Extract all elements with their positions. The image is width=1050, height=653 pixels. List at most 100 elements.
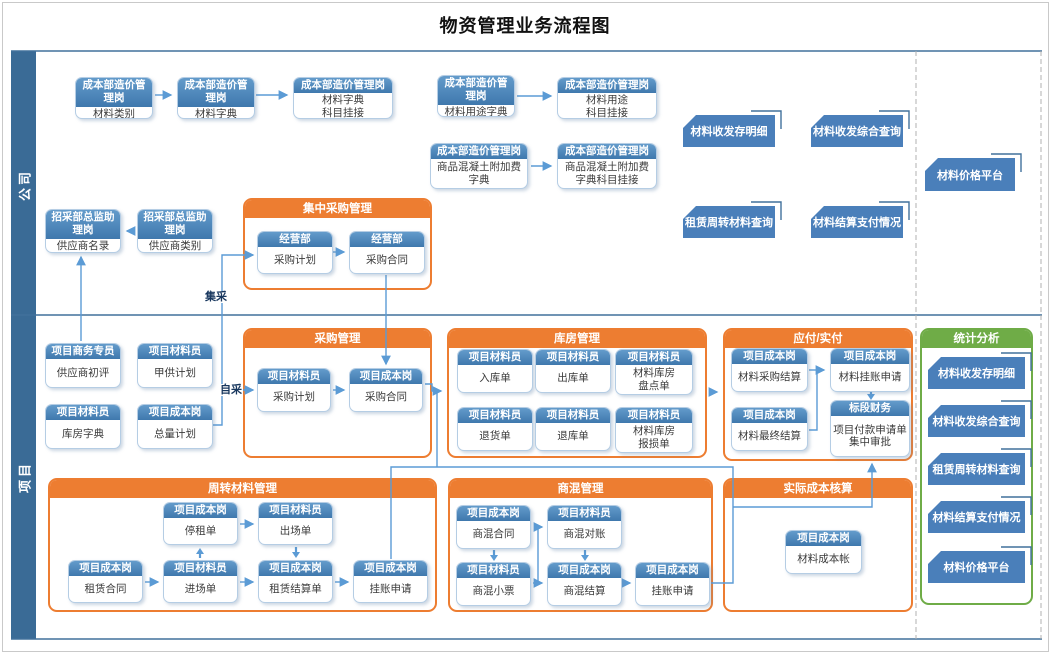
node-payment-approval: 标段财务 项目付款申请单集中审批 [830, 400, 910, 457]
node-role: 项目成本岗 [636, 563, 709, 579]
node-role: 项目材料员 [457, 563, 530, 579]
node-credit-application-lease: 项目成本岗 挂账申请 [353, 560, 428, 603]
stats-card-inout-detail: 材料收发存明细 [928, 357, 1025, 389]
node-material-usage-dictionary: 成本部造价管理岗 材料用途字典 [437, 75, 515, 117]
node-label: 材料用途字典 [444, 105, 508, 117]
stats-card-settlement-status: 材料结算支付情况 [928, 501, 1025, 533]
node-concrete-reconciliation: 项目材料员 商混对账 [547, 505, 622, 549]
node-label: 材料采购结算 [738, 371, 801, 384]
node-role: 项目材料员 [548, 506, 621, 522]
node-label: 供应商名录 [56, 239, 110, 252]
node-label: 采购合同 [365, 391, 407, 404]
node-concrete-surcharge-account-link: 成本部造价管理岗 商品混凝土附加费字典科目挂接 [557, 143, 657, 189]
lane-label-project: 项目 [17, 460, 33, 494]
node-label: 材料挂账申请 [838, 371, 902, 384]
node-role: 成本部造价管理岗 [558, 144, 656, 160]
node-label: 商品混凝土附加费字典 [437, 161, 521, 186]
node-role: 成本部造价管理岗 [438, 76, 514, 105]
node-role: 成本部造价管理岗 [294, 78, 392, 94]
node-purchase-settlement: 项目成本岗 材料采购结算 [731, 348, 808, 392]
node-stop-rent-order: 项目成本岗 停租单 [163, 502, 238, 545]
node-role: 项目材料员 [536, 408, 610, 424]
section-title: 集中采购管理 [245, 200, 430, 218]
stats-card-inout-query: 材料收发综合查询 [928, 405, 1025, 437]
node-credit-application-concrete: 项目成本岗 挂账申请 [635, 562, 710, 606]
report-card-inout-detail: 材料收发存明细 [683, 115, 775, 147]
node-role: 项目成本岗 [350, 369, 422, 385]
node-credit-application-material: 项目成本岗 材料挂账申请 [830, 348, 910, 392]
node-label: 采购计划 [273, 391, 315, 404]
node-concrete-contract: 项目成本岗 商混合同 [456, 505, 531, 549]
node-role: 经营部 [258, 232, 332, 248]
node-label: 总量计划 [154, 427, 196, 440]
section-title: 采购管理 [245, 330, 430, 348]
node-label: 入库单 [479, 372, 511, 385]
node-supplier-preliminary-review: 项目商务专员 供应商初评 [45, 343, 121, 388]
node-material-cost-ledger: 项目成本岗 材料成本帐 [785, 530, 862, 574]
node-role: 项目商务专员 [46, 344, 120, 360]
node-label: 挂账申请 [651, 585, 694, 598]
node-stocktake-order: 项目材料员 材料库房 盘点单 [615, 349, 693, 395]
node-label: 进场单 [184, 582, 217, 595]
node-label: 项目付款申请单集中审批 [833, 423, 907, 449]
node-central-purchase-contract: 经营部 采购合同 [349, 231, 425, 274]
node-label: 商品混凝土附加费字典科目挂接 [565, 161, 649, 186]
node-label: 采购合同 [366, 253, 408, 266]
section-title: 商混管理 [450, 480, 711, 498]
node-label: 商混小票 [472, 585, 515, 598]
node-role: 项目材料员 [46, 405, 120, 421]
node-label: 材料用途 科目挂接 [586, 94, 628, 119]
node-role: 项目材料员 [259, 503, 332, 519]
node-label: 商混结算 [563, 585, 606, 598]
node-role: 项目材料员 [258, 369, 330, 385]
node-role: 项目材料员 [458, 350, 532, 366]
node-entry-order: 项目材料员 进场单 [163, 560, 238, 603]
node-concrete-surcharge-dictionary: 成本部造价管理岗 商品混凝土附加费字典 [430, 143, 528, 189]
node-role: 项目成本岗 [831, 349, 909, 365]
node-role: 项目成本岗 [457, 506, 530, 522]
node-purchase-plan: 项目材料员 采购计划 [257, 368, 331, 412]
node-purchase-contract: 项目成本岗 采购合同 [349, 368, 423, 412]
node-role: 项目成本岗 [354, 561, 427, 577]
node-label: 材料最终结算 [738, 430, 801, 443]
node-role: 项目成本岗 [138, 405, 212, 421]
node-role: 项目成本岗 [164, 503, 237, 519]
node-role: 项目材料员 [458, 408, 532, 424]
node-label: 挂账申请 [369, 582, 412, 595]
node-role: 招采部总监助理岗 [46, 210, 120, 239]
node-role: 项目材料员 [536, 350, 610, 366]
report-card-inout-query: 材料收发综合查询 [811, 115, 903, 147]
node-label: 库房字典 [62, 427, 104, 440]
node-role: 项目成本岗 [732, 349, 807, 365]
node-role: 成本部造价管理岗 [178, 78, 254, 107]
node-label: 租赁合同 [84, 582, 127, 595]
node-role: 项目成本岗 [259, 561, 332, 577]
node-label: 退货单 [479, 430, 511, 443]
report-card-price-platform: 材料价格平台 [925, 158, 1015, 191]
edge-label-central-purchase: 集采 [204, 291, 228, 304]
node-role: 项目成本岗 [548, 563, 621, 579]
node-outbound-order: 项目材料员 出库单 [535, 349, 611, 393]
node-label: 出场单 [279, 524, 312, 537]
node-label: 供应商类别 [148, 239, 202, 252]
node-lease-settlement: 项目成本岗 租赁结算单 [258, 560, 333, 603]
section-title: 库房管理 [449, 330, 705, 348]
section-purchasing: 采购管理 [243, 328, 432, 458]
edge-label-self-purchase: 自采 [219, 384, 243, 397]
node-label: 采购计划 [274, 253, 316, 266]
section-statistics: 统计分析 [920, 328, 1033, 605]
node-label: 材料库房 盘点单 [633, 367, 675, 392]
node-role: 项目材料员 [164, 561, 237, 577]
node-material-dictionary: 成本部造价管理岗 材料字典 [177, 77, 255, 119]
node-warehouse-dictionary: 项目材料员 库房字典 [45, 404, 121, 449]
node-label: 商混对账 [563, 528, 606, 541]
node-role: 项目成本岗 [786, 531, 861, 547]
node-owner-supply-plan: 项目材料员 甲供计划 [137, 343, 213, 388]
section-payable: 应付/实付 [723, 328, 913, 461]
node-role: 项目材料员 [616, 408, 692, 424]
node-label: 出库单 [557, 372, 589, 385]
node-role: 项目材料员 [138, 344, 212, 360]
node-exit-order: 项目材料员 出场单 [258, 502, 333, 545]
page-title: 物资管理业务流程图 [439, 16, 611, 36]
